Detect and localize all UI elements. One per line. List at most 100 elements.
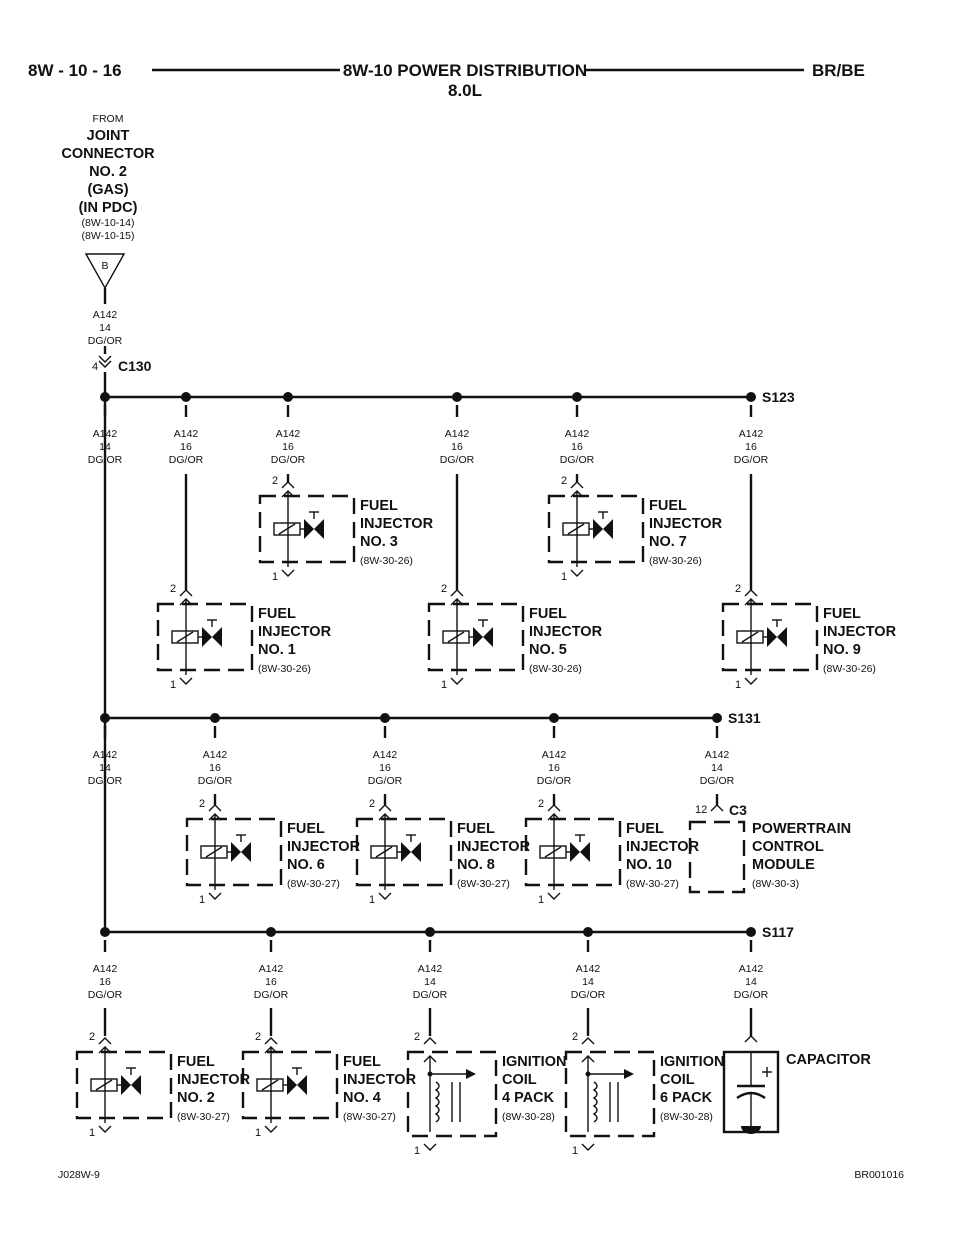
r2-wire-3-line-1: 16 bbox=[548, 762, 560, 774]
s117-node-2 bbox=[425, 927, 435, 937]
r1-wire-2-line-0: A142 bbox=[276, 428, 301, 440]
ignition-coil-6-pack-pin1-chevron bbox=[581, 1143, 595, 1151]
s117-node-0 bbox=[100, 927, 110, 937]
r2-wire-1-line-1: 16 bbox=[209, 762, 221, 774]
capacitor-ground bbox=[741, 1126, 761, 1134]
source-terminal-triangle bbox=[84, 253, 126, 290]
r1-wire-3-line-1: 16 bbox=[451, 441, 463, 453]
r3-wire-4-line-2: DG/OR bbox=[734, 989, 769, 1001]
pcm-name-2: MODULE bbox=[752, 857, 815, 873]
injector-4-pin2-label: 2 bbox=[255, 1031, 261, 1043]
r2-wire-1-line-2: DG/OR bbox=[198, 775, 233, 787]
injector-5-pin2-chevron bbox=[450, 589, 464, 597]
ignition-coil-6-pack-pin2-label: 2 bbox=[572, 1031, 578, 1043]
injector-10-name-2: NO. 10 bbox=[626, 857, 672, 873]
r2-wire-4-line-1: 14 bbox=[711, 762, 723, 774]
injector-5-pin2-label: 2 bbox=[441, 583, 447, 595]
pcm-name-1: CONTROL bbox=[752, 839, 824, 855]
injector-10-pin2-label: 2 bbox=[538, 798, 544, 810]
injector-2-pin2-label: 2 bbox=[89, 1031, 95, 1043]
injector-8-symbol bbox=[370, 813, 422, 891]
injector-5-ref: (8W-30-26) bbox=[529, 663, 582, 675]
r1-wire-0-line-2: DG/OR bbox=[88, 454, 123, 466]
injector-7-pin2-label: 2 bbox=[561, 475, 567, 487]
r3-wire-3-line-2: DG/OR bbox=[571, 989, 606, 1001]
injector-9-pin1-label: 1 bbox=[735, 679, 741, 691]
r2-wire-2-line-2: DG/OR bbox=[368, 775, 403, 787]
pcm-connector-label: C3 bbox=[729, 802, 747, 818]
pcm-name-0: POWERTRAIN bbox=[752, 821, 851, 837]
s131-label: S131 bbox=[728, 710, 761, 726]
c130-chevron-1 bbox=[98, 355, 112, 363]
source-name-4: (IN PDC) bbox=[79, 200, 138, 216]
source-name-0: JOINT bbox=[87, 128, 130, 144]
r1-wire-0-line-0: A142 bbox=[93, 428, 118, 440]
ignition-coil-6-pack-pin1-label: 1 bbox=[572, 1145, 578, 1157]
injector-3-pin1-chevron bbox=[281, 569, 295, 577]
s123-node-5 bbox=[746, 392, 756, 402]
injector-2-box bbox=[75, 1050, 173, 1120]
injector-7-name-1: INJECTOR bbox=[649, 516, 723, 532]
injector-4-pin2-chevron bbox=[264, 1037, 278, 1045]
injector-1-pin2-label: 2 bbox=[170, 583, 176, 595]
r3-wire-1-line-1: 16 bbox=[265, 976, 277, 988]
r1-wire-5-line-2: DG/OR bbox=[734, 454, 769, 466]
injector-8-pin2-chevron bbox=[378, 804, 392, 812]
injector-9-pin2-label: 2 bbox=[735, 583, 741, 595]
source-name-2: NO. 2 bbox=[89, 164, 127, 180]
r1-wire-4-line-2: DG/OR bbox=[560, 454, 595, 466]
source-ref-0: (8W-10-14) bbox=[82, 217, 135, 229]
injector-1-pin1-chevron bbox=[179, 677, 193, 685]
source-from: FROM bbox=[93, 113, 124, 125]
injector-4-pin1-label: 1 bbox=[255, 1127, 261, 1139]
s123-node-0 bbox=[100, 392, 110, 402]
injector-4-symbol bbox=[256, 1046, 308, 1124]
r3-wire-0-line-2: DG/OR bbox=[88, 989, 123, 1001]
r2-wire-3-line-2: DG/OR bbox=[537, 775, 572, 787]
s123-node-3 bbox=[452, 392, 462, 402]
injector-3-name-2: NO. 3 bbox=[360, 534, 398, 550]
injector-5-name-2: NO. 5 bbox=[529, 642, 567, 658]
ignition-coil-6-pack-ref: (8W-30-28) bbox=[660, 1111, 713, 1123]
injector-10-symbol bbox=[539, 813, 591, 891]
injector-7-symbol bbox=[562, 490, 614, 568]
r1-wire-3-line-0: A142 bbox=[445, 428, 470, 440]
s123-node-1 bbox=[181, 392, 191, 402]
pcm-pin-chevron bbox=[710, 804, 724, 812]
injector-1-ref: (8W-30-26) bbox=[258, 663, 311, 675]
r1-wire-2-line-1: 16 bbox=[282, 441, 294, 453]
injector-4-box bbox=[241, 1050, 339, 1120]
r1-wire-1-line-0: A142 bbox=[174, 428, 199, 440]
injector-4-pin1-chevron bbox=[264, 1125, 278, 1133]
ignition-coil-6-pack-box bbox=[564, 1050, 656, 1138]
r1-wire-4-line-1: 16 bbox=[571, 441, 583, 453]
injector-10-pin2-chevron bbox=[547, 804, 561, 812]
ignition-coil-4-pack-box bbox=[406, 1050, 498, 1138]
injector-2-pin1-chevron bbox=[98, 1125, 112, 1133]
injector-9-symbol bbox=[736, 598, 788, 676]
injector-1-name-0: FUEL bbox=[258, 606, 296, 622]
r2-wire-1-line-0: A142 bbox=[203, 749, 228, 761]
ignition-coil-4-pack-name-2: 4 PACK bbox=[502, 1090, 555, 1106]
injector-9-name-1: INJECTOR bbox=[823, 624, 897, 640]
r3-wire-2-line-1: 14 bbox=[424, 976, 436, 988]
capacitor-pin-chevron bbox=[744, 1035, 758, 1043]
r1-wire-1-line-2: DG/OR bbox=[169, 454, 204, 466]
r2-wire-2-line-1: 16 bbox=[379, 762, 391, 774]
injector-2-ref: (8W-30-27) bbox=[177, 1111, 230, 1123]
c130-pin: 4 bbox=[92, 361, 98, 373]
injector-6-symbol bbox=[200, 813, 252, 891]
s131-node-3 bbox=[549, 713, 559, 723]
injector-2-name-1: INJECTOR bbox=[177, 1072, 251, 1088]
capacitor-label: CAPACITOR bbox=[786, 1052, 871, 1068]
c130-label: C130 bbox=[118, 358, 152, 374]
injector-9-ref: (8W-30-26) bbox=[823, 663, 876, 675]
injector-4-name-2: NO. 4 bbox=[343, 1090, 381, 1106]
injector-8-pin1-label: 1 bbox=[369, 894, 375, 906]
r3-wire-1-line-2: DG/OR bbox=[254, 989, 289, 1001]
s131-node-2 bbox=[380, 713, 390, 723]
injector-6-pin1-chevron bbox=[208, 892, 222, 900]
injector-9-name-0: FUEL bbox=[823, 606, 861, 622]
pcm-pin-label: 12 bbox=[695, 804, 707, 816]
injector-4-name-0: FUEL bbox=[343, 1054, 381, 1070]
